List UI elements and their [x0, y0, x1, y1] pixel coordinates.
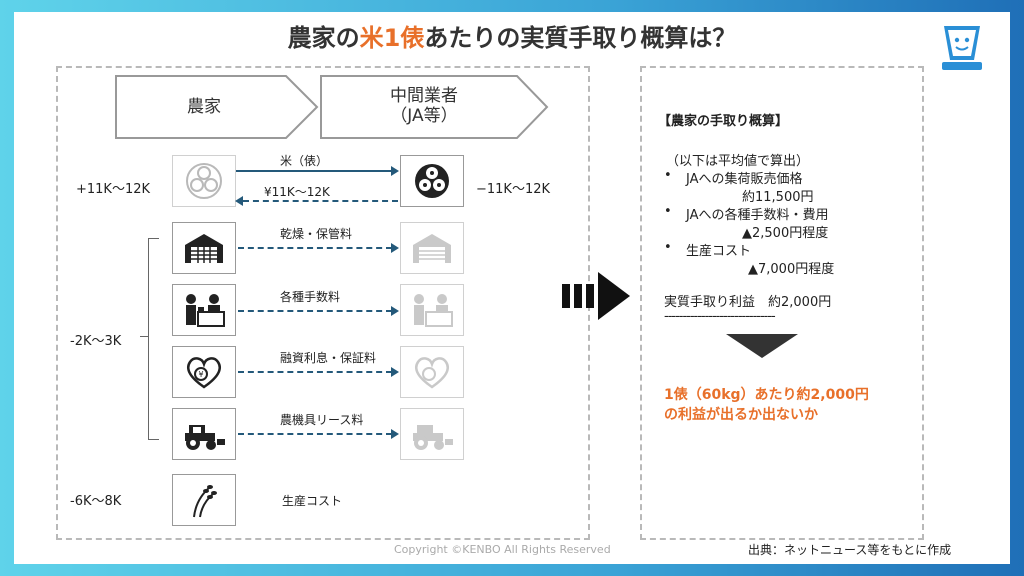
- warehouse-icon-farmer: [172, 222, 236, 274]
- middleman-cost-range: −11K～12K: [476, 182, 551, 197]
- interest-flow-arrow: [238, 371, 392, 373]
- bullet-3: •: [664, 240, 672, 255]
- title-part1: 農家の: [287, 24, 360, 52]
- big-right-arrow-icon: [562, 268, 632, 324]
- bullet-3-value: ▲7,000円程度: [748, 262, 835, 277]
- farmer-chevron-label: 農家: [187, 97, 221, 117]
- drying-flow-label: 乾燥・保管料: [280, 227, 353, 241]
- source-text: 出典：ネットニュース等をもとに作成: [748, 543, 952, 557]
- lease-flow-label: 農機具リース料: [280, 413, 364, 427]
- bullet-dot: •: [664, 240, 672, 255]
- fees-flow-arrow: [238, 310, 392, 312]
- fees-range: -2K～3K: [70, 334, 122, 349]
- heart-yen-icon-middleman: [400, 346, 464, 398]
- payment-flow-arrow: [243, 200, 398, 202]
- lease-flow-arrowhead: [391, 429, 399, 439]
- conclusion-line2: の利益が出るか出ないか: [664, 407, 818, 423]
- office-worker-icon-farmer: [172, 284, 236, 336]
- fees-bracket: [148, 238, 159, 440]
- rice-flow-label: 米（俵）: [280, 154, 329, 168]
- payment-flow-arrowhead: [235, 196, 243, 206]
- rice-plant-icon: [172, 474, 236, 526]
- summary-note: （以下は平均値で算出）: [666, 154, 810, 169]
- warehouse-icon-middleman: [400, 222, 464, 274]
- office-worker-icon-middleman: [400, 284, 464, 336]
- production-label: 生産コスト: [282, 494, 343, 508]
- bullet-3-label: 生産コスト: [686, 244, 752, 259]
- fees-flow-arrowhead: [391, 306, 399, 316]
- summary-panel: [640, 66, 924, 540]
- tractor-icon-farmer: [172, 408, 236, 460]
- svg-text:¥: ¥: [198, 370, 203, 379]
- middleman-label-line1: 中間業者: [390, 86, 458, 106]
- rice-flow-arrow: [236, 170, 392, 172]
- bullet-2-value: ▲2,500円程度: [742, 226, 829, 241]
- middleman-label-line2: （JA等）: [390, 106, 458, 126]
- rice-flow-arrowhead: [391, 166, 399, 176]
- page-title: 農家の米1俵あたりの実質手取り概算は？: [14, 18, 1010, 53]
- rice-bales-icon-farmer: [172, 155, 236, 207]
- bullet-dot: •: [664, 204, 672, 219]
- copyright-text: Copyright ©KENBO All Rights Reserved: [394, 543, 611, 556]
- bullet-2: •: [664, 204, 672, 219]
- middleman-chevron: [320, 75, 549, 139]
- slide-card: 農家の米1俵あたりの実質手取り概算は？ 農家 中間業者 （JA等） +11K～1…: [14, 12, 1010, 564]
- bullet-dot: •: [664, 168, 672, 183]
- lease-flow-arrow: [238, 433, 392, 435]
- production-range: -6K～8K: [70, 494, 122, 509]
- payment-flow-label: ¥11K～12K: [264, 185, 330, 199]
- fees-bracket-tick: [140, 336, 148, 337]
- bullet-1: •: [664, 168, 672, 183]
- drying-flow-arrow: [238, 247, 392, 249]
- middleman-chevron-label: 中間業者 （JA等）: [329, 86, 519, 126]
- summary-heading: 【農家の手取り概算】: [658, 114, 789, 129]
- interest-flow-label: 融資利息・保証料: [280, 351, 377, 365]
- conclusion-line1: 1俵（60kg）あたり約2,000円: [664, 387, 869, 403]
- farmer-income-range: +11K～12K: [76, 182, 151, 197]
- net-profit: 実質手取り利益 約2,000円: [664, 295, 832, 310]
- title-highlight: 米1俵: [359, 24, 425, 52]
- rice-bales-icon-middleman: [400, 155, 464, 207]
- bullet-1-value: 約11,500円: [742, 190, 814, 205]
- tractor-icon-middleman: [400, 408, 464, 460]
- fees-flow-label: 各種手数料: [280, 290, 341, 304]
- drying-flow-arrowhead: [391, 243, 399, 253]
- title-part2: あたりの実質手取り概算は？: [424, 24, 737, 52]
- heart-yen-icon-farmer: ¥: [172, 346, 236, 398]
- interest-flow-arrowhead: [391, 367, 399, 377]
- logo-icon: [934, 20, 990, 76]
- farmer-chevron: [115, 75, 319, 139]
- summary-divider: ------------------------------: [664, 309, 776, 324]
- bullet-1-label: JAへの集荷販売価格: [686, 172, 803, 187]
- down-triangle-icon: [726, 334, 798, 358]
- bullet-2-label: JAへの各種手数料・費用: [686, 208, 829, 223]
